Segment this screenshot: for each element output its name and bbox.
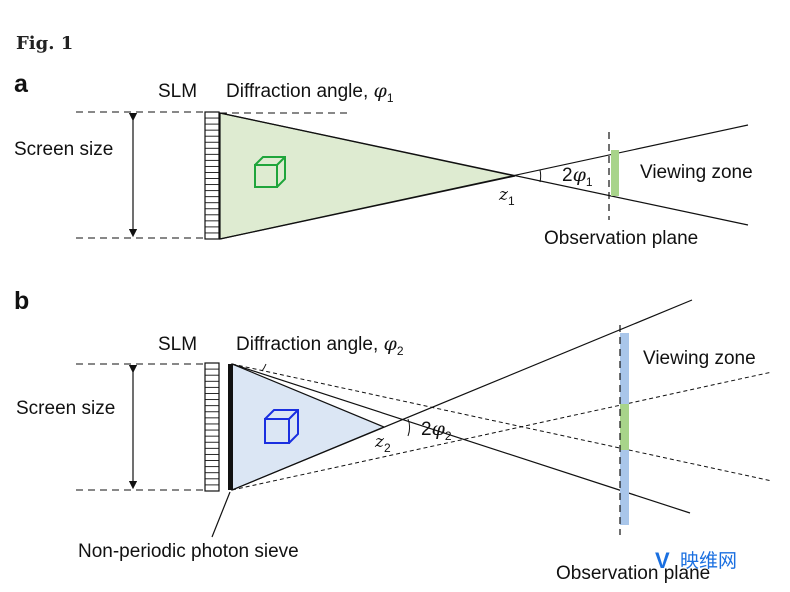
panel-b-screen-size-label: Screen size <box>16 398 115 419</box>
panel-b-z-label: z2 <box>374 432 391 455</box>
panel-a-slm <box>204 111 220 240</box>
panel-a-letter: a <box>14 70 29 98</box>
panel-b-diffraction-angle-label: Diffraction angle, φ2 <box>236 333 404 358</box>
panel-a-observation-plane-label: Observation plane <box>544 228 698 249</box>
watermark-text: 映维网 <box>680 550 737 572</box>
panel-a-ray-down <box>219 112 749 226</box>
panel-b-observation-plane-label: Observation plane <box>556 563 710 584</box>
watermark: V 映维网 <box>655 548 737 573</box>
panel-b-viewing-zone-overlap <box>620 404 629 450</box>
panel-b-angle-arc <box>407 418 410 437</box>
panel-b: b SLM Diffraction angle, φ2 Screen size … <box>14 287 773 584</box>
panel-b-slm-label: SLM <box>158 334 197 355</box>
panel-b-diffraction-arc <box>261 363 267 372</box>
panel-b-ray-up <box>231 299 693 491</box>
panel-b-ray-down <box>231 363 691 514</box>
panel-b-slm <box>204 362 220 492</box>
panel-a-cube-icon <box>254 156 286 188</box>
panel-b-diffracted-ray-down <box>231 363 773 482</box>
panel-a-angle-arc <box>539 169 542 183</box>
panel-b-sieve-pointer <box>211 491 231 538</box>
watermark-logo: V <box>655 548 670 573</box>
panel-b-cube-icon <box>264 409 299 444</box>
panel-a-ray-up <box>219 124 749 240</box>
panel-b-photon-sieve <box>228 364 233 490</box>
panel-b-diffracted-ray-up <box>231 371 773 491</box>
panel-a-diffraction-angle-label: Diffraction angle, φ1 <box>226 80 394 105</box>
slmA-frame <box>204 111 220 240</box>
panel-a-viewing-zone-bar <box>611 150 619 196</box>
panel-a-viewing-zone-label: Viewing zone <box>640 162 753 183</box>
panel-b-sieve-label: Non-periodic photon sieve <box>78 541 299 562</box>
slmB-frame <box>204 362 220 492</box>
panel-a: a SLM Diffraction angle, φ1 Screen size … <box>14 70 753 249</box>
panel-a-two-phi-label: 2φ1 <box>562 164 593 189</box>
panel-a-light-cone <box>219 112 516 240</box>
figure-label: Fig. 1 <box>16 33 74 54</box>
panel-b-letter: b <box>14 287 29 315</box>
panel-b-two-phi-label: 2φ2 <box>421 418 452 443</box>
panel-b-viewing-zone-label: Viewing zone <box>643 348 756 369</box>
panel-b-light-cone <box>231 363 386 491</box>
panel-a-z-label: z1 <box>498 185 515 208</box>
panel-a-slm-label: SLM <box>158 81 197 102</box>
panel-a-screen-size-label: Screen size <box>14 139 113 160</box>
